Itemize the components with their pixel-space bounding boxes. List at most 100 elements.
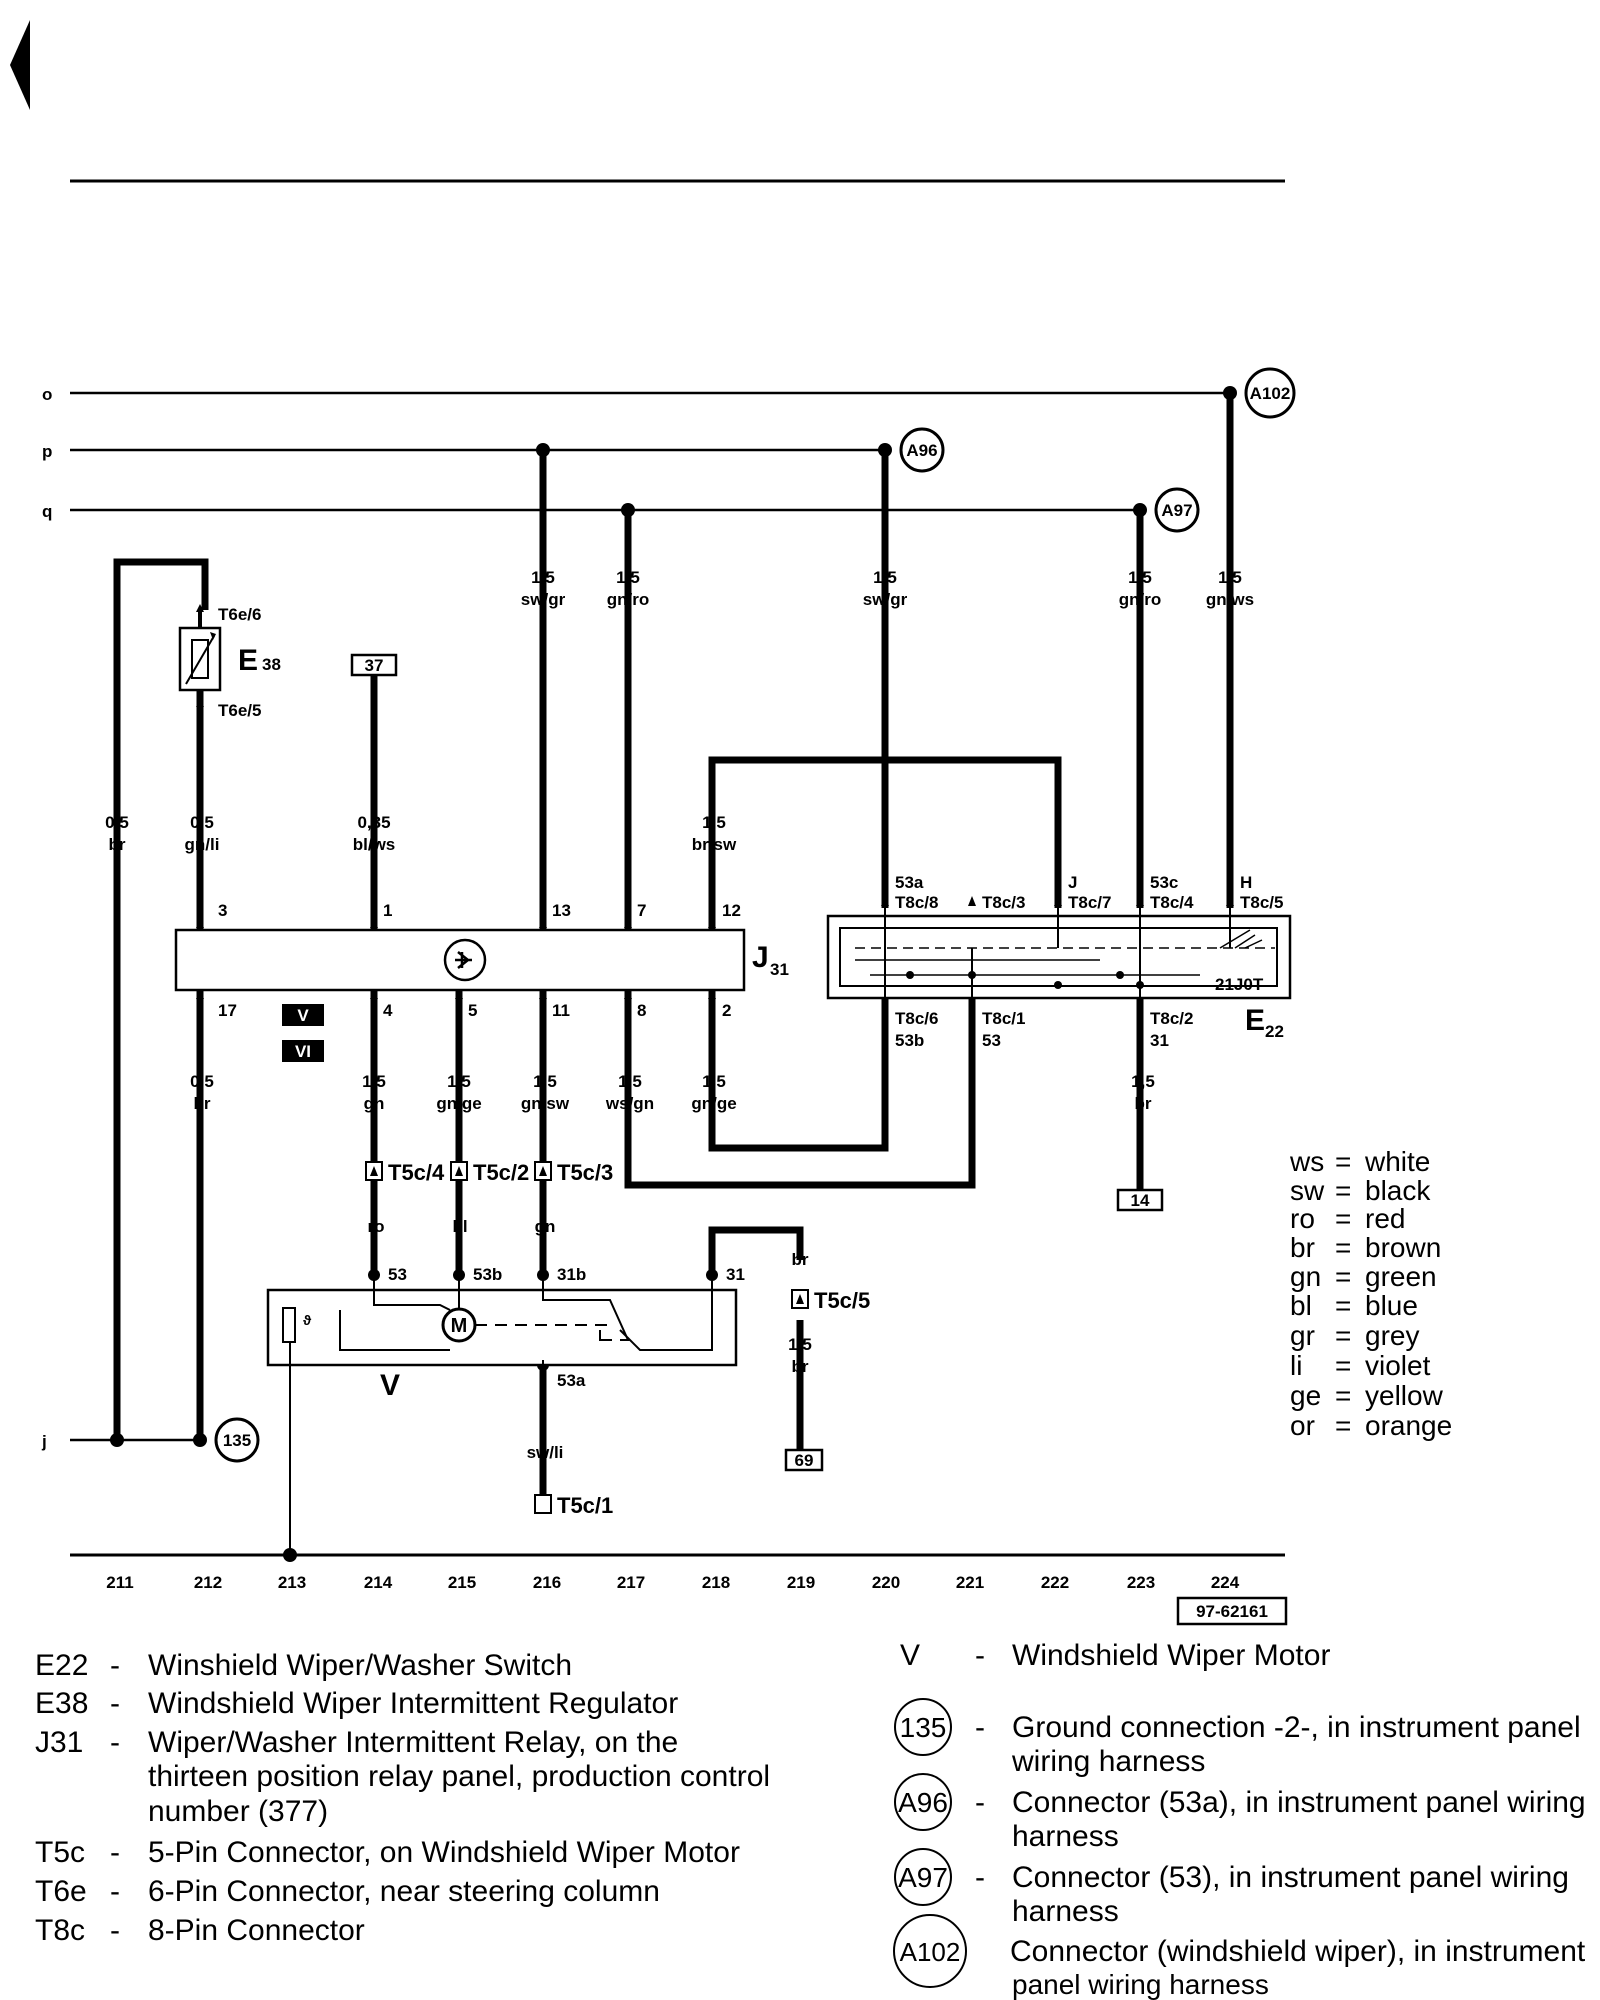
svg-text:-: - bbox=[975, 1639, 985, 1672]
svg-text:ϑ: ϑ bbox=[303, 1312, 312, 1328]
svg-text:A102: A102 bbox=[1250, 384, 1291, 403]
svg-text:7: 7 bbox=[637, 901, 646, 920]
svg-text:38: 38 bbox=[262, 655, 281, 674]
pin-arrows bbox=[196, 896, 1234, 1008]
bus-label-o: o bbox=[42, 385, 52, 404]
svg-text:=: = bbox=[1335, 1350, 1351, 1381]
svg-text:ge: ge bbox=[1290, 1380, 1321, 1411]
svg-text:-: - bbox=[975, 1786, 985, 1819]
t5c-connectors: T5c/4 T5c/2 T5c/3 T5c/5 T5c/1 bbox=[365, 1160, 870, 1518]
svg-text:T5c/5: T5c/5 bbox=[814, 1288, 870, 1313]
svg-text:gr: gr bbox=[1290, 1320, 1315, 1351]
svg-text:red: red bbox=[1365, 1203, 1405, 1234]
e22-pins-top: 53a T8c/8 T8c/3 J T8c/7 53c T8c/4 H T8c/… bbox=[895, 873, 1283, 912]
svg-text:1,5: 1,5 bbox=[788, 1335, 812, 1354]
svg-text:green: green bbox=[1365, 1261, 1437, 1292]
svg-text:220: 220 bbox=[872, 1573, 900, 1592]
bus-label-p: p bbox=[42, 442, 52, 461]
svg-text:217: 217 bbox=[617, 1573, 645, 1592]
svg-text:1,5: 1,5 bbox=[533, 1072, 557, 1091]
svg-text:Winshield Wiper/Washer Switch: Winshield Wiper/Washer Switch bbox=[148, 1649, 572, 1682]
back-arrow-icon[interactable] bbox=[10, 20, 30, 110]
svg-text:69: 69 bbox=[795, 1451, 814, 1470]
svg-text:T6e: T6e bbox=[35, 1875, 87, 1908]
svg-text:bl: bl bbox=[1290, 1290, 1312, 1321]
svg-text:3: 3 bbox=[218, 901, 227, 920]
color-key: ws = white sw = black ro = red br = brow… bbox=[1289, 1146, 1452, 1441]
svg-text:31: 31 bbox=[770, 960, 789, 979]
svg-text:V: V bbox=[900, 1639, 920, 1672]
svg-text:br: br bbox=[792, 1357, 809, 1376]
svg-text:black: black bbox=[1365, 1175, 1431, 1206]
svg-text:br: br bbox=[109, 835, 126, 854]
svg-text:5-Pin Connector, on Windshield: 5-Pin Connector, on Windshield Wiper Mot… bbox=[148, 1836, 740, 1869]
svg-text:-: - bbox=[975, 1861, 985, 1894]
svg-text:H: H bbox=[1240, 873, 1252, 892]
e22-pins-bottom: T8c/6 53b T8c/1 53 T8c/2 31 bbox=[895, 1009, 1193, 1050]
svg-text:gn: gn bbox=[535, 1217, 556, 1236]
ground-connector-135: 135 bbox=[214, 1417, 260, 1463]
svg-text:224: 224 bbox=[1211, 1573, 1240, 1592]
svg-text:5: 5 bbox=[468, 1001, 477, 1020]
wire-label-a97-gnro: 1,5 gn/ro bbox=[1119, 568, 1162, 609]
wire-label-a96-swgr: 1,5 sw/gr bbox=[863, 568, 908, 609]
wire-label-4-gn: 1,5 gn bbox=[362, 1072, 386, 1113]
svg-text:br: br bbox=[1135, 1094, 1152, 1113]
svg-text:ws: ws bbox=[1289, 1146, 1324, 1177]
svg-text:ws/gn: ws/gn bbox=[605, 1094, 654, 1113]
svg-text:223: 223 bbox=[1127, 1573, 1155, 1592]
svg-text:T5c/4: T5c/4 bbox=[388, 1160, 445, 1185]
svg-text:53a: 53a bbox=[557, 1371, 586, 1390]
svg-text:=: = bbox=[1335, 1290, 1351, 1321]
svg-text:0,35: 0,35 bbox=[357, 813, 390, 832]
wire-label-e38-gnli: 0,5 gn/li bbox=[185, 813, 220, 854]
wire-label-j-br: 0,5 br bbox=[105, 813, 129, 854]
svg-text:53b: 53b bbox=[895, 1031, 924, 1050]
svg-text:sw: sw bbox=[1290, 1175, 1325, 1206]
svg-text:53c: 53c bbox=[1150, 873, 1178, 892]
wire-label-p-swgr: 1,5 sw/gr bbox=[521, 568, 566, 609]
svg-text:213: 213 bbox=[278, 1573, 306, 1592]
svg-text:br: br bbox=[1290, 1232, 1315, 1263]
wire-label-31-br: 1,5 br bbox=[1131, 1072, 1155, 1113]
wire-label-11-gnsw: 1,5 gn/sw bbox=[521, 1072, 570, 1113]
svg-text:A102: A102 bbox=[900, 1937, 961, 1967]
motor-terminals: 53 53b 31b 31 53a bbox=[388, 1265, 745, 1390]
svg-text:=: = bbox=[1335, 1380, 1351, 1411]
svg-text:T6e/6: T6e/6 bbox=[218, 605, 261, 624]
svg-text:grey: grey bbox=[1365, 1320, 1419, 1351]
svg-text:=: = bbox=[1335, 1320, 1351, 1351]
svg-text:219: 219 bbox=[787, 1573, 815, 1592]
svg-text:T8c/2: T8c/2 bbox=[1150, 1009, 1193, 1028]
svg-text:=: = bbox=[1335, 1203, 1351, 1234]
wire-label-2-gnge: 1,5 gn/ge bbox=[691, 1072, 736, 1113]
svg-text:216: 216 bbox=[533, 1573, 561, 1592]
svg-text:Wiper/Washer Intermittent Rela: Wiper/Washer Intermittent Relay, on the bbox=[148, 1726, 678, 1759]
svg-text:12: 12 bbox=[722, 901, 741, 920]
svg-text:218: 218 bbox=[702, 1573, 730, 1592]
wires bbox=[113, 393, 1234, 1495]
svg-text:br: br bbox=[194, 1094, 211, 1113]
svg-text:97-62161: 97-62161 bbox=[1196, 1602, 1268, 1621]
svg-text:Connector (53a), in instrument: Connector (53a), in instrument panel wir… bbox=[1012, 1786, 1586, 1819]
svg-text:or: or bbox=[1290, 1410, 1315, 1441]
svg-text:T8c/4: T8c/4 bbox=[1150, 893, 1194, 912]
svg-text:T5c: T5c bbox=[35, 1836, 85, 1869]
svg-text:T8c/6: T8c/6 bbox=[895, 1009, 938, 1028]
j31-pins-top: 3 1 13 7 12 bbox=[218, 901, 741, 920]
svg-text:6-Pin Connector, near steering: 6-Pin Connector, near steering column bbox=[148, 1875, 660, 1908]
svg-text:-: - bbox=[110, 1726, 120, 1759]
svg-text:E: E bbox=[1245, 1004, 1265, 1037]
svg-text:gn/ws: gn/ws bbox=[1206, 590, 1254, 609]
svg-text:T8c/7: T8c/7 bbox=[1068, 893, 1111, 912]
svg-text:E22: E22 bbox=[35, 1649, 88, 1682]
svg-text:gn/sw: gn/sw bbox=[521, 1094, 570, 1113]
track-numbers: 211 212 213 214 215 216 217 218 219 220 … bbox=[106, 1573, 1239, 1592]
svg-text:0,5: 0,5 bbox=[190, 813, 214, 832]
connector-a97: A97 bbox=[1154, 487, 1200, 533]
j31-pins-bottom: 17 4 5 11 8 2 bbox=[218, 1001, 731, 1020]
svg-text:31: 31 bbox=[726, 1265, 745, 1284]
svg-text:T8c/1: T8c/1 bbox=[982, 1009, 1025, 1028]
wire-label-t5c5-br: 1,5 br bbox=[788, 1335, 812, 1376]
